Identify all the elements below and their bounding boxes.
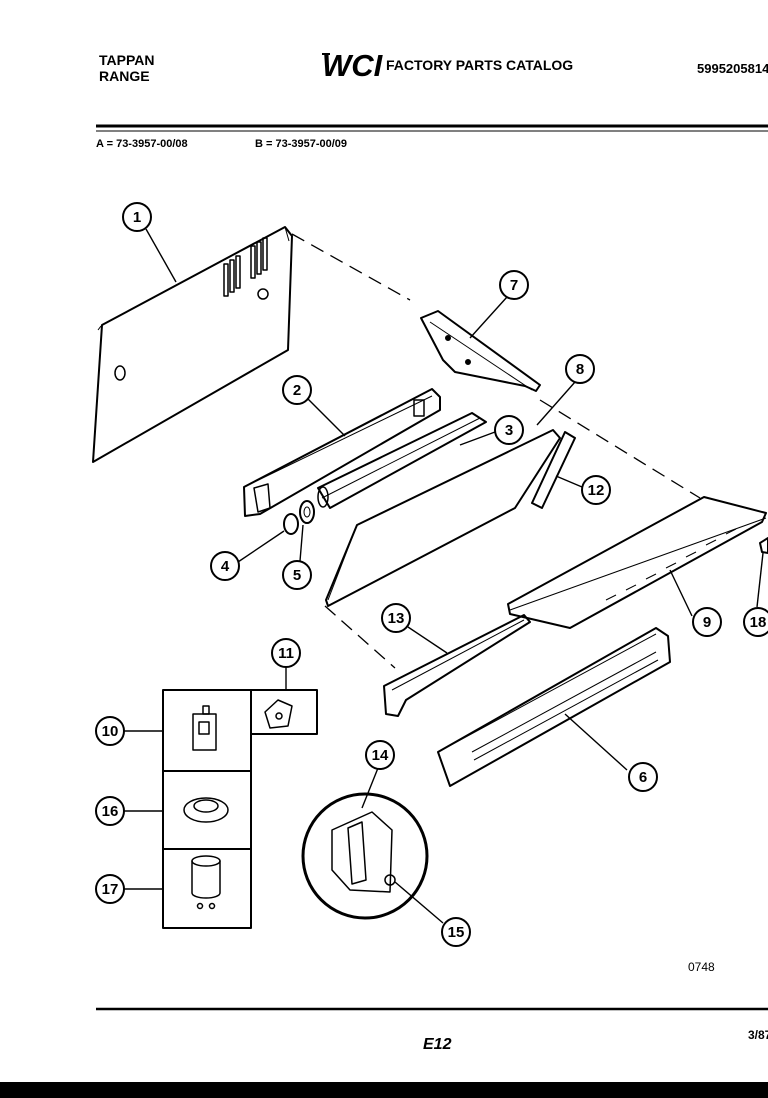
part-17-capacitor [191, 855, 221, 910]
svg-text:5: 5 [293, 567, 301, 584]
callout-16: 16 [95, 796, 125, 826]
part-4-cap [283, 513, 299, 535]
part-12-strip [531, 431, 576, 509]
part-1-back-panel [92, 226, 293, 463]
callout-13: 13 [381, 603, 411, 633]
part-3-rod [317, 412, 487, 509]
callout-5: 5 [282, 560, 312, 590]
parts-box [162, 689, 318, 929]
svg-text:18: 18 [750, 614, 767, 631]
part-9-shelf [507, 496, 767, 629]
part-8-panel [325, 429, 561, 607]
svg-text:12: 12 [588, 482, 605, 499]
callout-1: 1 [122, 202, 152, 232]
callout-18: 18 [743, 607, 768, 637]
callouts: 1 2 3 4 5 6 7 8 9 10 11 12 13 14 15 16 1… [95, 202, 768, 947]
callout-10: 10 [95, 716, 125, 746]
range-body-outline [291, 233, 701, 669]
svg-text:10: 10 [102, 723, 119, 740]
part-18-clip [759, 537, 768, 554]
svg-text:8: 8 [576, 361, 584, 378]
callout-9: 9 [692, 607, 722, 637]
page-number: E12 [423, 1036, 452, 1053]
svg-text:7: 7 [510, 277, 518, 294]
part-6-vent-strip [437, 627, 671, 787]
part-7-bracket [420, 310, 541, 392]
callout-12: 12 [581, 475, 611, 505]
svg-text:17: 17 [102, 881, 119, 898]
svg-text:13: 13 [388, 610, 405, 627]
model-a: A = 73-3957-00/08 [96, 138, 188, 150]
catalog-number: 5995205814 [697, 61, 768, 76]
inset-circle [301, 792, 429, 920]
part-11-clip [264, 699, 293, 729]
callout-17: 17 [95, 874, 125, 904]
catalog-title: FACTORY PARTS CATALOG [386, 57, 574, 73]
callout-4: 4 [210, 551, 240, 581]
svg-text:9: 9 [703, 614, 711, 631]
svg-text:2: 2 [293, 382, 301, 399]
part-5-nut [299, 500, 315, 524]
date-code: 3/87 [748, 1028, 768, 1042]
logo-text: WCI [322, 48, 384, 83]
brand-line-2: RANGE [99, 68, 150, 84]
callout-14: 14 [365, 740, 395, 770]
callout-11: 11 [271, 638, 301, 668]
svg-text:4: 4 [221, 558, 230, 575]
part-2-channel [243, 388, 441, 517]
part-10-switch [192, 705, 217, 751]
callout-6: 6 [628, 762, 658, 792]
drawing-code: 0748 [688, 960, 715, 974]
svg-text:16: 16 [102, 803, 119, 820]
leader-lines [124, 228, 764, 924]
brand-line-1: TAPPAN [99, 52, 155, 68]
svg-text:15: 15 [448, 924, 465, 941]
callout-7: 7 [499, 270, 529, 300]
svg-text:11: 11 [278, 645, 294, 662]
svg-text:14: 14 [372, 747, 389, 764]
svg-text:6: 6 [639, 769, 647, 786]
part-16-knob [183, 797, 229, 823]
svg-text:3: 3 [505, 422, 513, 439]
wci-logo: WCI [322, 48, 384, 83]
callout-15: 15 [441, 917, 471, 947]
part-13-rail [383, 614, 531, 717]
callout-8: 8 [565, 354, 595, 384]
callout-3: 3 [494, 415, 524, 445]
svg-text:1: 1 [133, 209, 141, 226]
model-b: B = 73-3957-00/09 [255, 138, 348, 150]
callout-2: 2 [282, 375, 312, 405]
